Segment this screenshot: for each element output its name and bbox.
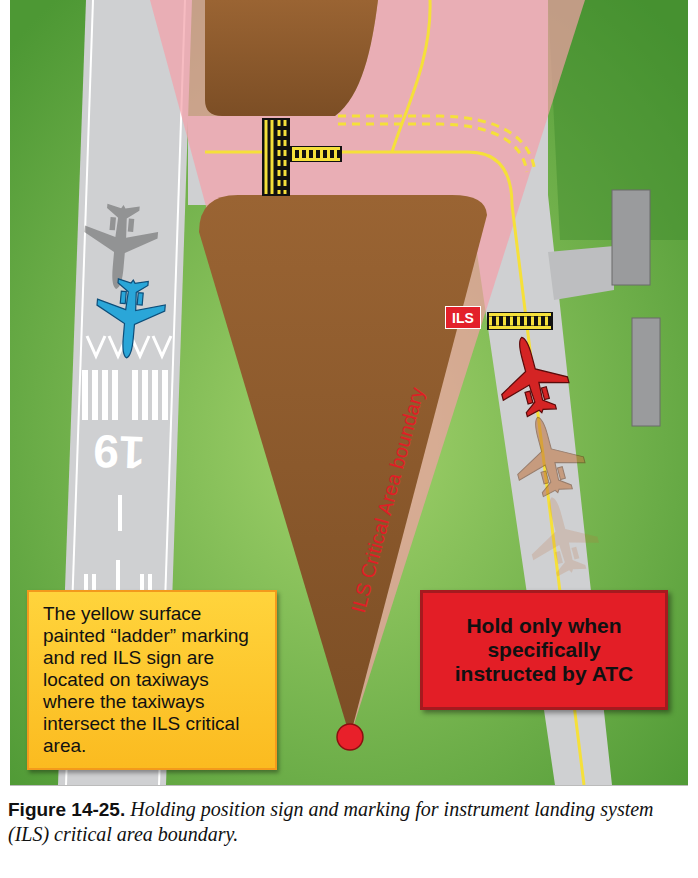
landing-airplane: [93, 277, 168, 361]
dashed-bar: [278, 120, 281, 194]
marking-ground: [487, 312, 553, 330]
airplane-ghost: [519, 489, 605, 582]
threshold-bar: [142, 370, 148, 420]
threshold-bar: [92, 370, 98, 420]
centerline-dash: [116, 560, 120, 590]
threshold-bars: [82, 370, 168, 590]
centerline-dash: [118, 495, 122, 531]
taxiway-centerline: [392, 0, 430, 152]
solid-bar: [265, 120, 268, 194]
illustration-group: [10, 0, 688, 785]
runway-side-mark: [148, 574, 152, 590]
ladder-rail: [292, 158, 340, 161]
threshold-bar: [132, 370, 138, 420]
runway-side-mark: [92, 574, 96, 590]
holding-airplane: [489, 329, 575, 422]
threshold-bar: [82, 370, 88, 420]
runway-number: 19: [92, 424, 145, 480]
runway-side-mark: [140, 574, 144, 590]
airplane-ghost: [505, 409, 591, 502]
runway-holding-marking: [262, 118, 290, 196]
threshold-bar: [162, 370, 168, 420]
instruction-callout: Hold only when specifically instructed b…: [420, 590, 668, 710]
boundary-label: ILS Critical Area boundary: [347, 385, 429, 615]
caption-part: Figure 14-25.: [8, 799, 125, 820]
infield-dirt: [205, 0, 378, 116]
ladder-rail: [489, 313, 551, 316]
threshold-bar: [102, 370, 108, 420]
figure-caption: Figure 14-25. Holding position sign and …: [8, 797, 692, 847]
ils-ladder-marking: [487, 312, 553, 330]
callout-text: Hold only when specifically instructed b…: [435, 614, 653, 686]
ladder-rungs: [489, 317, 551, 326]
solid-bar: [271, 120, 274, 194]
ladder-rail: [489, 326, 551, 329]
ladder-rail: [292, 147, 340, 150]
marking-ground: [262, 118, 290, 196]
marking-ground: [290, 146, 342, 162]
threshold-bar: [152, 370, 158, 420]
chevron: [87, 336, 105, 356]
building: [632, 318, 660, 426]
dashed-lead-line: [338, 124, 527, 172]
note-callout: The yellow surface painted “ladder” mark…: [27, 590, 277, 770]
callout-text: The yellow surface painted “ladder” mark…: [43, 603, 261, 757]
dashed-lead-line: [338, 116, 535, 172]
localizer-antenna-dot: [337, 724, 363, 750]
ladder-rungs: [292, 150, 340, 158]
airplane-shadow: [80, 202, 161, 292]
grass-ground: [10, 0, 688, 785]
chevron: [153, 336, 171, 356]
frame-edge: [10, 785, 688, 786]
ils-ladder-marking: [290, 146, 342, 162]
building: [612, 190, 650, 285]
apron-connector: [548, 246, 614, 300]
callout-text: ILS: [452, 310, 474, 326]
threshold-bar: [112, 370, 118, 420]
runway-side-mark: [84, 574, 88, 590]
ils-sign: ILS: [445, 306, 481, 329]
dashed-bar: [284, 120, 287, 194]
